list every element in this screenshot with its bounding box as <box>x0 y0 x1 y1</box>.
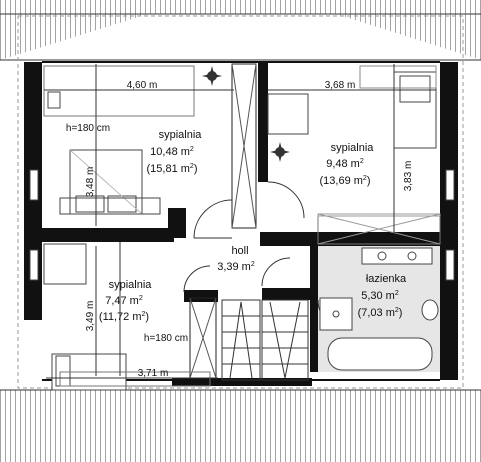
svg-text:9,48 m2: 9,48 m2 <box>326 158 364 170</box>
dim-bedroom-2-depth: 3,83 m <box>403 161 414 192</box>
dim-bedroom-3-width: 3,71 m <box>138 368 169 379</box>
height-mark-bottom: h=180 cm <box>144 333 188 344</box>
dim-bedroom-2-width: 3,68 m <box>325 80 356 91</box>
bedroom-1-area: 10,48 m <box>150 146 190 158</box>
dim-bedroom-3-depth: 3,49 m <box>85 301 96 332</box>
svg-text:(15,81 m2): (15,81 m2) <box>147 163 198 175</box>
svg-text:7,47 m2: 7,47 m2 <box>105 295 143 307</box>
svg-text:10,48 m2: 10,48 m2 <box>150 146 194 158</box>
chimney <box>189 63 441 379</box>
staircase <box>221 299 309 381</box>
label-hall: holl 3,39 m2 <box>217 245 255 273</box>
height-mark-top: h=180 cm <box>66 123 110 134</box>
bedroom-1-area-alt: (15,81 m <box>147 163 190 175</box>
roof-outline <box>17 15 464 389</box>
svg-text:3,39 m2: 3,39 m2 <box>217 261 255 273</box>
hall-name: holl <box>231 245 248 257</box>
svg-text:5,30 m2: 5,30 m2 <box>361 290 399 302</box>
plant-icons <box>202 66 290 162</box>
label-bedroom-2: sypialnia 9,48 m2 (13,69 m2) <box>320 142 375 187</box>
label-bathroom: łazienka 5,30 m2 (7,03 m2) <box>358 273 407 319</box>
hall-area: 3,39 m <box>217 261 251 273</box>
svg-text:(7,03 m2): (7,03 m2) <box>358 307 403 319</box>
label-bedroom-1: sypialnia 10,48 m2 (15,81 m2) <box>147 129 203 175</box>
dimension-labels: 4,60 m 3,68 m 3,48 m 3,83 m 3,49 m 3,71 … <box>66 80 414 379</box>
furniture-bedroom-1 <box>43 65 195 215</box>
svg-text:(11,72 m2): (11,72 m2) <box>99 311 149 323</box>
dimension-lines <box>44 64 436 379</box>
bedroom-3-name: sypialnia <box>109 279 153 291</box>
dim-bedroom-1-width: 4,60 m <box>127 80 158 91</box>
bedroom-3-area-alt: (11,72 m <box>99 311 142 323</box>
windows <box>29 169 455 281</box>
bedroom-2-area-alt: (13,69 m <box>320 175 363 187</box>
bedroom-2-area: 9,48 m <box>326 158 360 170</box>
label-bedroom-3: sypialnia 7,47 m2 (11,72 m2) <box>99 279 152 323</box>
dim-bedroom-1-depth: 3,48 m <box>85 167 96 198</box>
furniture-bedroom-2 <box>267 65 441 217</box>
bathroom-area: 5,30 m <box>361 290 395 302</box>
bedroom-2-name: sypialnia <box>331 142 375 154</box>
bathroom-name: łazienka <box>366 273 407 285</box>
bathroom-fixtures <box>319 247 439 371</box>
svg-text:(13,69 m2): (13,69 m2) <box>320 175 371 187</box>
furniture-bedroom-3 <box>43 243 211 391</box>
bedroom-3-area: 7,47 m <box>105 295 139 307</box>
bathroom-area-alt: (7,03 m <box>358 307 395 319</box>
bedroom-1-name: sypialnia <box>159 129 203 141</box>
